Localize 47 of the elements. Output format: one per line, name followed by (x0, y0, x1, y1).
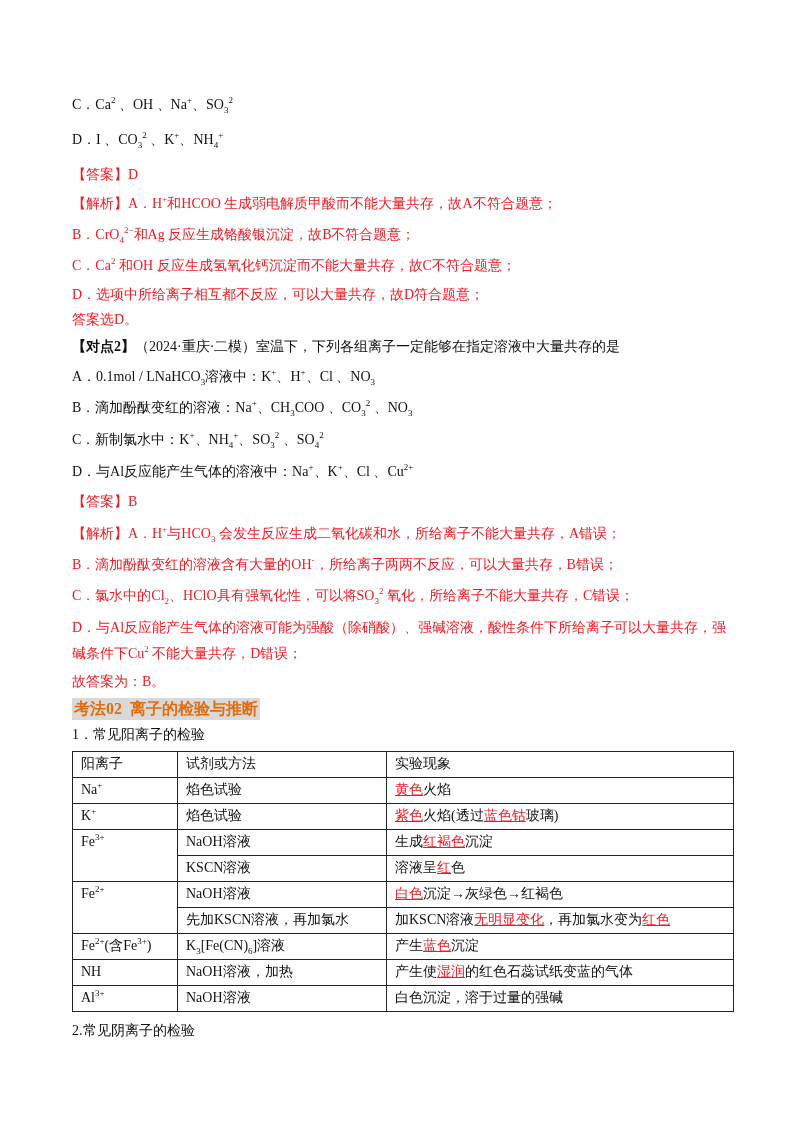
table-cell: NaOH溶液，加热 (177, 959, 387, 986)
table-cell: NaOH溶液 (177, 985, 387, 1012)
table-cell: Al$^{3+}$ (72, 985, 178, 1012)
text-line: 故答案为：B。 (72, 673, 167, 691)
text-line: B．CrO$_{4}$$^{2−}$和Ag 反应生成铬酸银沉淀，故B不符合题意； (72, 224, 417, 247)
text-line: D．与Al反应能产生气体的溶液可能为强酸（除硝酸）、强碱溶液，酸性条件下所给离子可以大量共存，强碱条件下Cu$^{2}$ 不能大量共存，D错误； (72, 619, 728, 663)
table-cell: 先加KSCN溶液，再加氯水 (177, 907, 387, 934)
text-line: 【答案】D (72, 166, 140, 184)
text-line: 2.常见阴离子的检验 (72, 1022, 196, 1040)
text-line: C．Ca$^{2}$ 和OH 反应生成氢氧化钙沉淀而不能大量共存，故C不符合题意； (72, 255, 517, 275)
table-cell: Fe$^{2+}$(含Fe$^{3+}$) (72, 933, 178, 960)
text-line: 答案选D。 (72, 311, 140, 329)
table-cell: Na$^{+}$ (72, 777, 178, 804)
table-cell: 白色沉淀，溶于过量的强碱 (386, 985, 734, 1012)
table-cell: 黄色火焰 (386, 777, 734, 804)
text-line: 【解析】A．H$^{+}$和HCOO 生成弱电解质甲酸而不能大量共存，故A不符合题意； (72, 193, 558, 213)
text-line: A．0.1mol / LNaHCO$_{3}$溶液中：K$^{+}$、H$^{+}$、Cl 、NO$_{3}$ (72, 366, 377, 389)
table-cell: K$^{+}$ (72, 803, 178, 830)
table-cell: 焰色试验 (177, 777, 387, 804)
table-cell: 产生蓝色沉淀 (386, 933, 734, 960)
text-line: C．氯水中的Cl$_{2}$、HClO具有强氧化性，可以将SO$_{3}$$^{2}$ 氧化，所给离子不能大量共存，C错误； (72, 585, 636, 608)
table-cell: NaOH溶液 (177, 881, 387, 908)
text-line: B．滴加酚酞变红的溶液：Na$^{+}$、CH$_{3}$COO 、CO$_{3}$$^{2}$ 、NO$_{3}$ (72, 397, 414, 420)
table-cell: 焰色试验 (177, 803, 387, 830)
text-line: B．滴加酚酞变红的溶液含有大量的OH$^{-}$，所给离子两两不反应，可以大量共存，B错误； (72, 554, 619, 574)
text-line: 【对点2】（2024·重庆·二模）室温下，下列各组离子一定能够在指定溶液中大量共存的是 (72, 338, 622, 356)
table-cell: Fe$^{3+}$ (72, 829, 178, 882)
table-cell: 白色沉淀→灰绿色→红褐色 (386, 881, 734, 908)
table-cell: 溶液呈红色 (386, 855, 734, 882)
table-cell: KSCN溶液 (177, 855, 387, 882)
text-line: D．选项中所给离子相互都不反应，可以大量共存，故D符合题意； (72, 286, 486, 304)
text-line: 【答案】B (72, 493, 139, 511)
header-cell: 阳离子 (72, 751, 178, 778)
section-heading: 考法02 离子的检验与推断 (72, 698, 260, 720)
table-cell: 加KSCN溶液无明显变化，再加氯水变为红色 (386, 907, 734, 934)
table-cell: 紫色火焰(透过蓝色钴玻璃) (386, 803, 734, 830)
table-cell: Fe$^{2+}$ (72, 881, 178, 934)
table-cell: 生成红褐色沉淀 (386, 829, 734, 856)
table-cell: NH (72, 959, 178, 986)
text-line: 1．常见阳离子的检验 (72, 726, 206, 744)
table-cell: 产生使湿润的红色石蕊试纸变蓝的气体 (386, 959, 734, 986)
table-cell: K$_{3}$[Fe(CN)$_{6}$]溶液 (177, 933, 387, 960)
header-cell: 实验现象 (386, 751, 734, 778)
header-cell: 试剂或方法 (177, 751, 387, 778)
text-line: 【解析】A．H$^{+}$与HCO$_{3}$ 会发生反应生成二氧化碳和水，所给离子不能大量共存，A错误； (72, 523, 622, 546)
text-line: D．与Al反应能产生气体的溶液中：Na$^{+}$、K$^{+}$、Cl 、Cu$^{2+}$ (72, 461, 415, 481)
table-cell: NaOH溶液 (177, 829, 387, 856)
